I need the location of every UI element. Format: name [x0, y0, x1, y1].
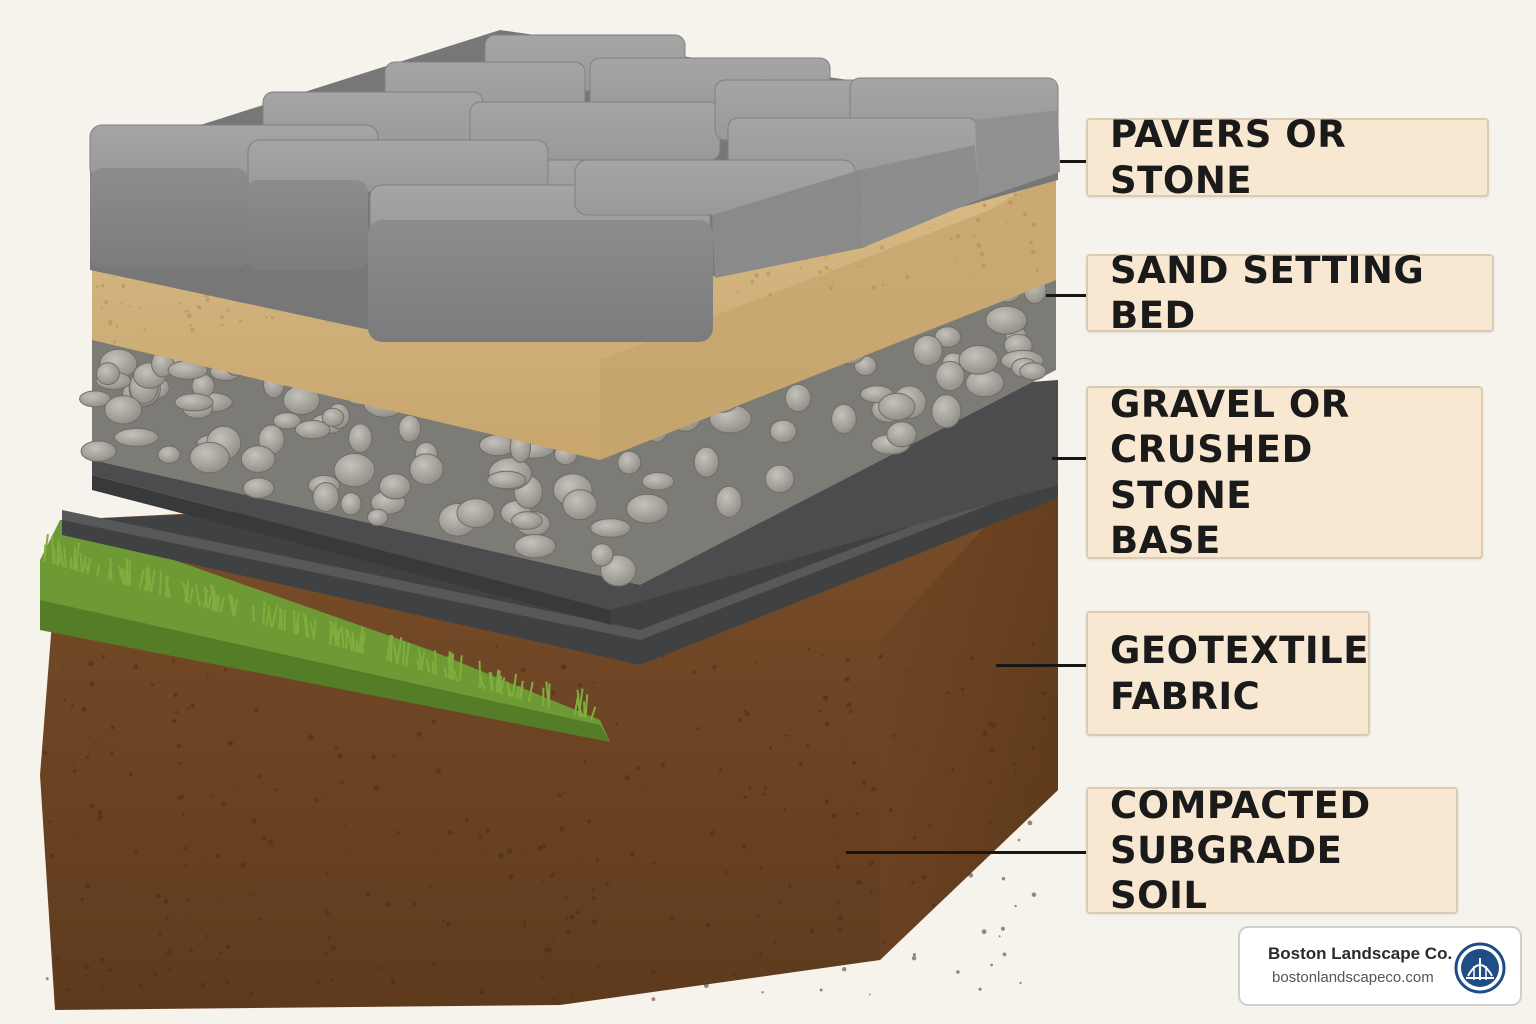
leader-line-pavers	[1060, 160, 1087, 163]
leader-line-subgrade	[846, 851, 1086, 854]
grass-edge	[40, 520, 610, 742]
label-geotextile-fabric: GEOTEXTILE FABRIC	[1086, 611, 1370, 736]
pavers-layer	[89, 30, 1060, 342]
label-pavers-or-stone: PAVERS OR STONE	[1086, 113, 1489, 202]
label-sand-setting-bed: SAND SETTING BED	[1086, 249, 1494, 337]
leader-line-gravel	[1052, 457, 1086, 460]
label-compacted-subgrade-soil: COMPACTED SUBGRADE SOIL	[1086, 784, 1458, 917]
leader-line-sand	[1046, 294, 1086, 297]
label-gravel-base: GRAVEL OR CRUSHED STONE BASE	[1086, 383, 1483, 562]
leader-line-geotextile	[996, 664, 1086, 667]
bridge-emblem-icon	[1454, 942, 1506, 994]
brand-name: Boston Landscape Co.	[1268, 944, 1453, 963]
brand-badge: Boston Landscape Co. bostonlandscapeco.c…	[1238, 926, 1522, 1006]
brand-url: bostonlandscapeco.com	[1272, 969, 1434, 986]
